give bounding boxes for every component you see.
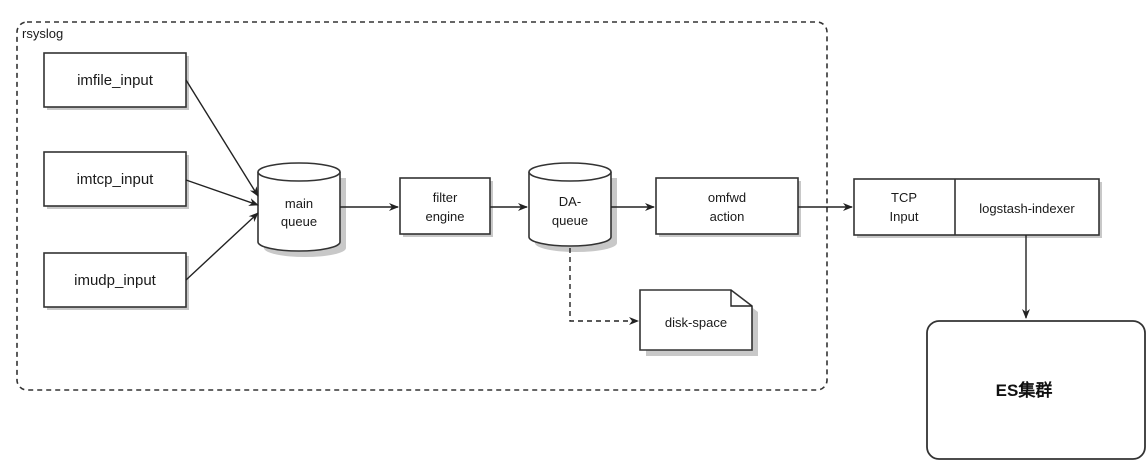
edges (185, 79, 1030, 325)
imudp-input-node: imudp_input (43, 252, 189, 310)
tcp-input-label-line2: Input (890, 209, 919, 224)
es-cluster-label: ES集群 (996, 380, 1053, 400)
logstash-indexer-label: logstash-indexer (979, 201, 1075, 216)
imtcp-input-node: imtcp_input (43, 151, 189, 209)
filter-engine-label-line2: engine (425, 209, 464, 224)
da-queue-label-line1: DA- (559, 194, 581, 209)
edge-da-queue-to-disk-space (569, 248, 639, 325)
rsyslog-container: rsyslog (16, 21, 828, 391)
imfile-input-label: imfile_input (77, 72, 154, 89)
main-queue-label-line1: main (285, 196, 313, 211)
edge-imudp-to-main-queue (185, 212, 259, 281)
imtcp-input-label: imtcp_input (77, 171, 155, 188)
logstash-node: TCP Input logstash-indexer (853, 178, 1102, 238)
edge-imfile-to-main-queue (185, 79, 259, 197)
tcp-input-label-line1: TCP (891, 190, 917, 205)
filter-engine-node: filter engine (399, 177, 493, 237)
imudp-input-label: imudp_input (74, 272, 157, 289)
da-queue-label-line2: queue (552, 213, 588, 228)
da-queue-node: DA- queue (528, 162, 617, 252)
es-cluster-node: ES集群 (926, 320, 1146, 460)
omfwd-action-node: omfwd action (655, 177, 801, 237)
disk-space-node: disk-space (639, 289, 758, 356)
filter-engine-label-line1: filter (433, 190, 458, 205)
main-queue-label-line2: queue (281, 214, 317, 229)
imfile-input-node: imfile_input (43, 52, 189, 110)
main-queue-node: main queue (257, 162, 346, 257)
omfwd-action-label-line1: omfwd (708, 190, 746, 205)
rsyslog-label: rsyslog (22, 26, 63, 41)
omfwd-action-label-line2: action (710, 209, 745, 224)
edge-imtcp-to-main-queue (185, 179, 259, 206)
disk-space-label: disk-space (665, 315, 727, 330)
